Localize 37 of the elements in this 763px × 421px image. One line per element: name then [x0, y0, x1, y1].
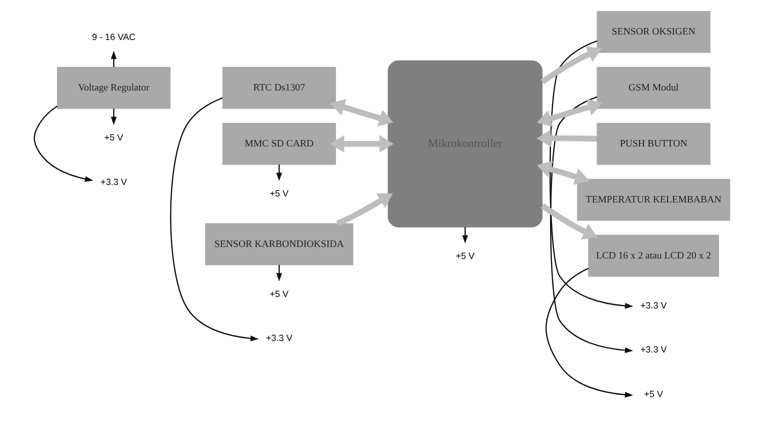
node-text: +5 V — [644, 389, 663, 400]
node-box: LCD 16 x 2 atau LCD 20 x 2 — [588, 234, 719, 277]
arrow — [540, 203, 597, 240]
node-box: GSM Modul — [596, 66, 710, 109]
node-box: PUSH BUTTON — [596, 122, 710, 165]
arrow — [276, 264, 282, 282]
node-box: Voltage Regulator — [56, 66, 170, 109]
arrow — [550, 96, 633, 354]
arrow — [110, 50, 116, 68]
arrow — [330, 98, 393, 126]
arrow — [336, 193, 392, 226]
node-text: +5 V — [269, 288, 288, 299]
node-box: SENSOR OKSIGEN — [596, 10, 710, 53]
node-text: +5 V — [269, 188, 288, 198]
arrow — [549, 40, 633, 309]
node-text: +3.3 V — [640, 300, 666, 310]
node-text: 9 - 16 VAC — [91, 32, 136, 42]
node-text: +5 V — [455, 250, 474, 261]
arrow — [536, 160, 589, 185]
arrow — [330, 135, 394, 153]
arrow — [536, 130, 597, 147]
node-text: +5 V — [104, 132, 123, 142]
arrow — [110, 108, 116, 126]
node-text: +3.3 V — [100, 176, 126, 187]
node-text: +3.3 V — [265, 333, 292, 344]
node-box: MMC SD CARD — [222, 122, 336, 165]
node-box: TEMPERATUR KELEMBABAN — [576, 178, 730, 221]
node-text: +3.3 V — [640, 344, 666, 355]
arrow — [545, 268, 633, 398]
arrow — [276, 164, 282, 182]
arrow — [540, 46, 602, 84]
node-box: RTC Ds1307 — [222, 66, 336, 109]
arrow — [33, 106, 93, 182]
arrow — [462, 227, 468, 244]
arrow — [536, 98, 602, 127]
arrow — [170, 97, 258, 342]
node-box: SENSOR KARBONDIOKSIDA — [204, 223, 353, 266]
